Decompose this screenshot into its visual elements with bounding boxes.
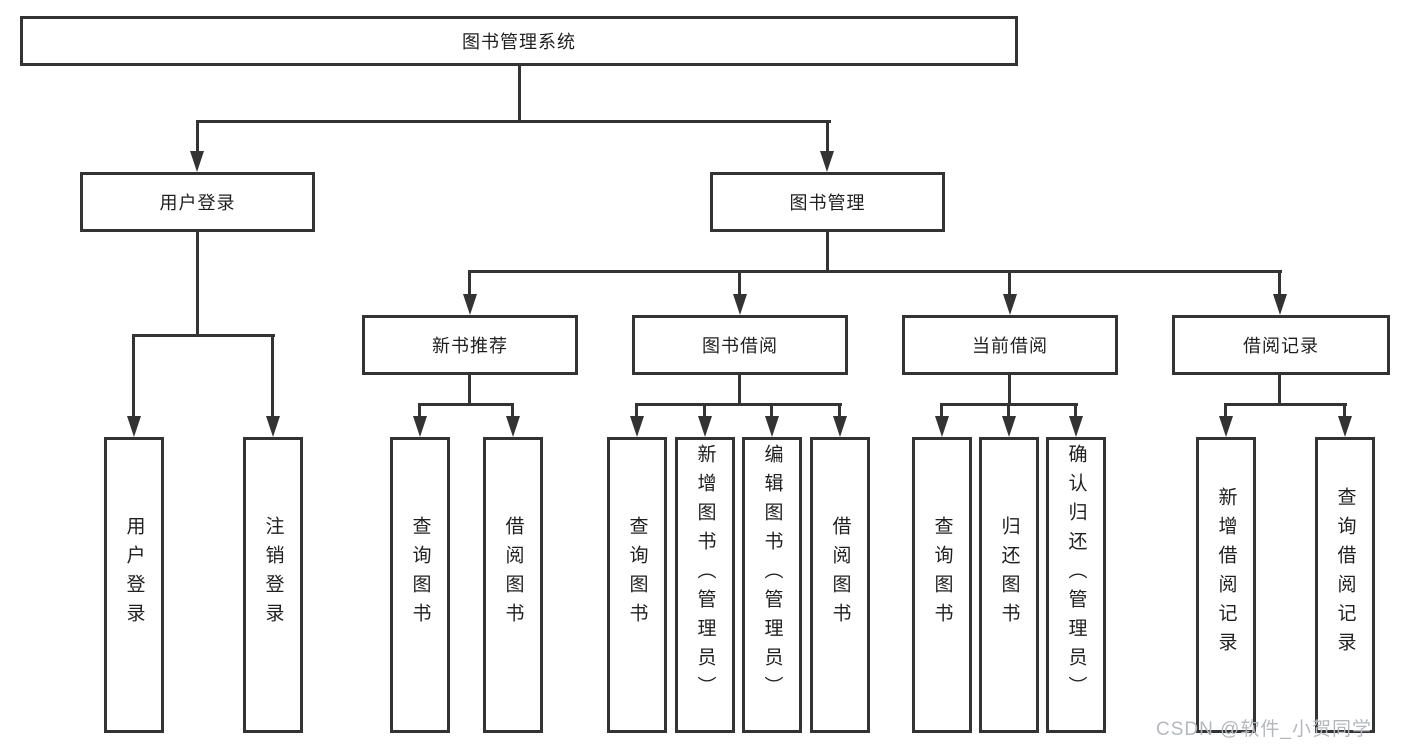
- connector-line: [468, 270, 471, 295]
- leaf-newbook-borrow-books: 借阅图书: [483, 437, 543, 733]
- leaf-label: 注销登录: [262, 516, 284, 632]
- arrowhead-down-icon: [506, 416, 520, 437]
- arrowhead-down-icon: [1069, 416, 1083, 437]
- leaf-current-query-books: 查询图书: [912, 437, 972, 733]
- connector-line: [838, 403, 841, 417]
- arrowhead-down-icon: [1002, 416, 1016, 437]
- leaf-borrowing-query-books: 查询图书: [607, 437, 667, 733]
- arrowhead-down-icon: [1003, 294, 1017, 315]
- leaf-label: 查询图书: [626, 516, 648, 632]
- connector-line: [826, 120, 829, 152]
- connector-line: [770, 403, 773, 417]
- arrowhead-down-icon: [820, 151, 834, 172]
- connector-line: [518, 66, 521, 123]
- connector-line: [132, 334, 135, 417]
- connector-line: [826, 232, 829, 272]
- connector-line: [635, 403, 638, 417]
- leaf-newbook-query-books: 查询图书: [390, 437, 450, 733]
- arrowhead-down-icon: [698, 416, 712, 437]
- connector-line: [196, 120, 831, 123]
- leaf-label: 用户登录: [123, 516, 145, 632]
- leaf-return-books: 归还图书: [979, 437, 1039, 733]
- arrowhead-down-icon: [266, 416, 280, 437]
- leaf-label: 查询借阅记录: [1334, 487, 1356, 661]
- node-library-management-system: 图书管理系统: [20, 16, 1018, 66]
- arrowhead-down-icon: [833, 416, 847, 437]
- connector-line: [418, 403, 421, 417]
- arrowhead-down-icon: [733, 294, 747, 315]
- node-book-borrowing: 图书借阅: [632, 315, 848, 375]
- arrowhead-down-icon: [1219, 416, 1233, 437]
- connector-line: [1008, 270, 1011, 295]
- connector-line: [1278, 375, 1281, 406]
- connector-line: [196, 232, 199, 336]
- arrowhead-down-icon: [765, 416, 779, 437]
- leaf-edit-books-admin: 编辑图书（管理员）: [742, 437, 802, 733]
- connector-line: [738, 375, 741, 406]
- leaf-borrow-books: 借阅图书: [810, 437, 870, 733]
- arrowhead-down-icon: [630, 416, 644, 437]
- leaf-label: 编辑图书（管理员）: [761, 443, 783, 705]
- arrowhead-down-icon: [463, 294, 477, 315]
- arrowhead-down-icon: [1273, 294, 1287, 315]
- leaf-label: 确认归还（管理员）: [1065, 443, 1087, 705]
- leaf-label: 查询图书: [931, 516, 953, 632]
- csdn-watermark: CSDN @软件_小贺同学: [1156, 719, 1372, 740]
- connector-line: [1343, 403, 1346, 417]
- arrowhead-down-icon: [127, 416, 141, 437]
- arrowhead-down-icon: [413, 416, 427, 437]
- node-user-login: 用户登录: [80, 172, 315, 232]
- leaf-label: 新增借阅记录: [1215, 487, 1237, 661]
- leaf-user-login: 用户登录: [104, 437, 164, 733]
- connector-line: [1224, 403, 1227, 417]
- leaf-logout: 注销登录: [243, 437, 303, 733]
- connector-line: [418, 403, 514, 406]
- connector-line: [1224, 403, 1347, 406]
- node-book-management: 图书管理: [710, 172, 945, 232]
- connector-line: [511, 403, 514, 417]
- leaf-query-borrow-record: 查询借阅记录: [1315, 437, 1375, 733]
- leaf-label: 查询图书: [409, 516, 431, 632]
- node-borrowing-records: 借阅记录: [1172, 315, 1390, 375]
- arrowhead-down-icon: [935, 416, 949, 437]
- connector-line: [738, 270, 741, 295]
- connector-line: [940, 403, 943, 417]
- arrowhead-down-icon: [1338, 416, 1352, 437]
- leaf-label: 新增图书（管理员）: [694, 443, 716, 705]
- connector-line: [635, 403, 842, 406]
- arrowhead-down-icon: [190, 151, 204, 172]
- node-new-book-recommend: 新书推荐: [362, 315, 578, 375]
- connector-line: [468, 375, 471, 406]
- connector-line: [1074, 403, 1077, 417]
- connector-line: [703, 403, 706, 417]
- leaf-confirm-return-admin: 确认归还（管理员）: [1046, 437, 1106, 733]
- connector-line: [468, 270, 1282, 273]
- connector-line: [1007, 403, 1010, 417]
- connector-line: [132, 334, 275, 337]
- connector-line: [271, 334, 274, 417]
- leaf-add-books-admin: 新增图书（管理员）: [675, 437, 735, 733]
- connector-line: [1278, 270, 1281, 295]
- connector-line: [196, 120, 199, 152]
- leaf-label: 借阅图书: [502, 516, 524, 632]
- leaf-label: 借阅图书: [829, 516, 851, 632]
- connector-line: [1008, 375, 1011, 406]
- leaf-add-borrow-record: 新增借阅记录: [1196, 437, 1256, 733]
- leaf-label: 归还图书: [998, 516, 1020, 632]
- node-current-borrowing: 当前借阅: [902, 315, 1118, 375]
